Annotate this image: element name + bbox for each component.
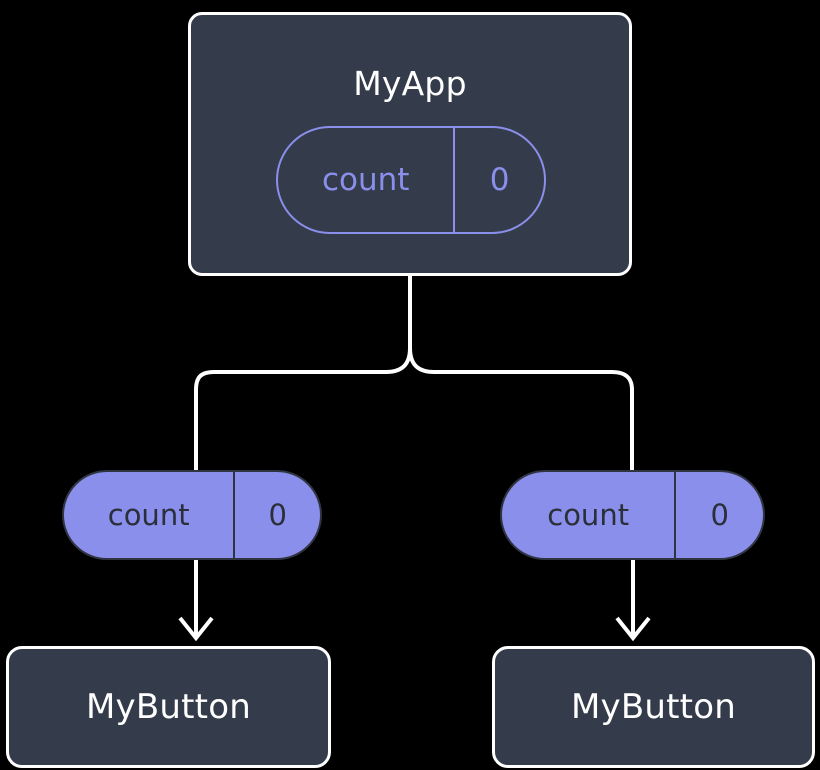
state-pill-key: count — [107, 498, 190, 532]
edge-root-to-right-child — [408, 346, 634, 472]
component-node-mybutton-right[interactable]: MyButton — [492, 646, 815, 768]
state-pill-key: count — [321, 162, 410, 198]
component-node-mybutton-left[interactable]: MyButton — [6, 646, 331, 768]
component-label-mybutton: MyButton — [571, 687, 736, 727]
edge-root-to-left-child — [194, 346, 412, 472]
state-pill-child-left[interactable]: count 0 — [62, 470, 322, 560]
state-pill-child-right[interactable]: count 0 — [500, 470, 765, 560]
state-pill-value: 0 — [453, 128, 544, 232]
state-pill-key: count — [547, 498, 630, 532]
state-pill-value: 0 — [674, 472, 763, 558]
state-pill-root[interactable]: count 0 — [276, 126, 546, 234]
arrowhead-left — [178, 616, 214, 642]
component-label-myapp: MyApp — [353, 64, 467, 103]
state-pill-value: 0 — [233, 472, 320, 558]
arrowhead-right — [615, 616, 651, 642]
component-label-mybutton: MyButton — [86, 687, 251, 727]
